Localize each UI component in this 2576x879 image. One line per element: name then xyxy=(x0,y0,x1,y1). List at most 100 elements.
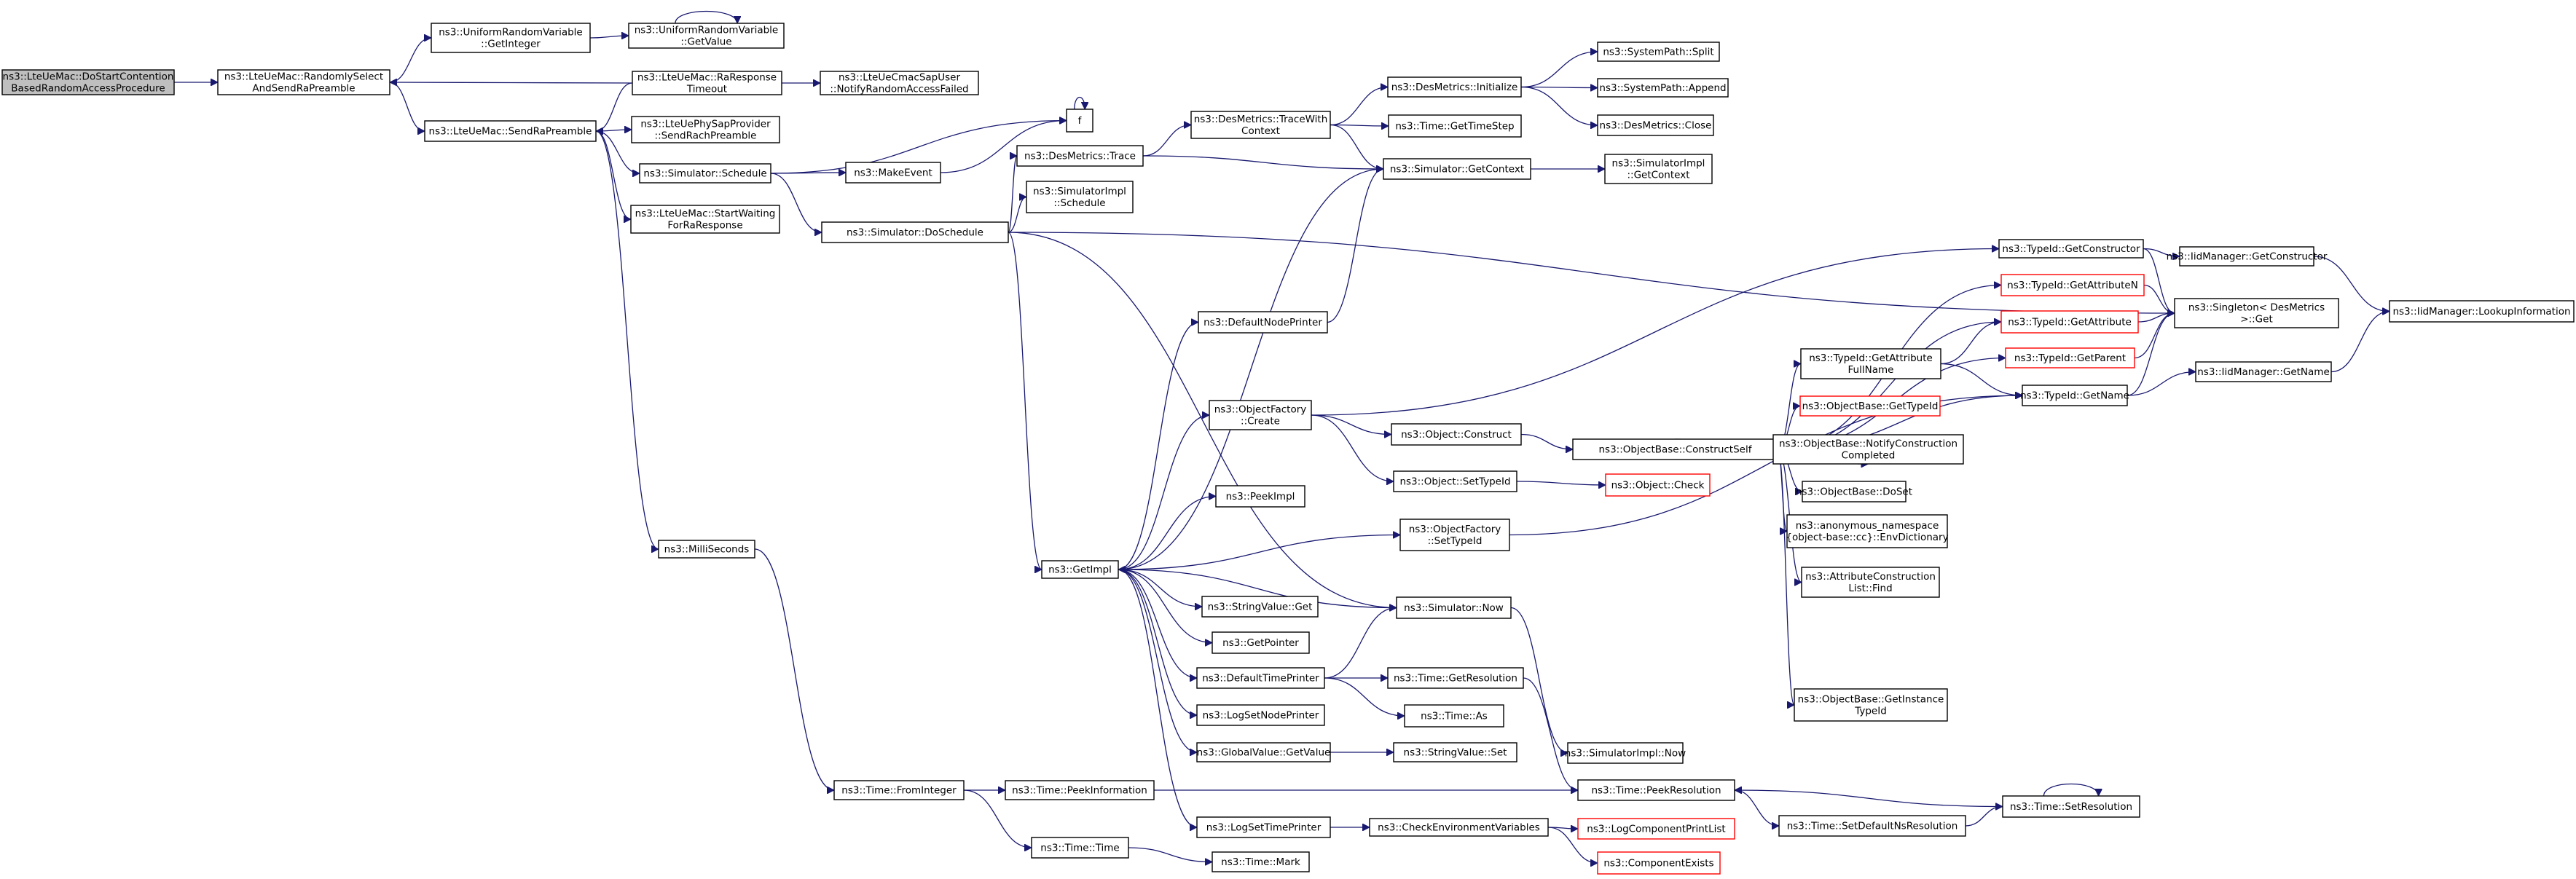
function-node[interactable]: ns3::StringValue::Set xyxy=(1393,742,1517,762)
function-node[interactable]: ns3::DesMetrics::Trace xyxy=(1016,145,1144,167)
function-node[interactable]: ns3::IidManager::GetConstructor xyxy=(2167,246,2328,267)
function-node[interactable]: ns3::TypeId::GetName xyxy=(2020,385,2129,406)
function-node[interactable]: ns3::IidManager::LookupInformation xyxy=(2389,300,2575,323)
function-node[interactable]: ns3::ObjectBase::GetTypeId xyxy=(1799,395,1941,417)
call-edge xyxy=(1118,569,1212,643)
function-node[interactable]: ns3::LteUeMac::SendRaPreamble xyxy=(424,120,597,142)
function-node[interactable]: ns3::Object::Check xyxy=(1605,473,1711,497)
function-label: TypeId xyxy=(1854,705,1887,717)
call-edge xyxy=(1520,87,1598,88)
function-node[interactable]: ns3::Time::GetResolution xyxy=(1387,667,1524,689)
function-node[interactable]: f xyxy=(1066,109,1093,133)
function-node[interactable]: ns3::Time::FromInteger xyxy=(833,780,965,800)
function-label: ns3::Time::GetTimeStep xyxy=(1395,120,1514,132)
function-node[interactable]: ns3::TypeId::GetAttributeN xyxy=(2000,274,2145,296)
function-node[interactable]: ns3::DefaultNodePrinter xyxy=(1198,311,1328,334)
call-edge xyxy=(1324,608,1397,679)
function-node[interactable]: ns3::CheckEnvironmentVariables xyxy=(1369,818,1549,837)
call-edge xyxy=(754,548,834,790)
function-node[interactable]: ns3::Simulator::GetContext xyxy=(1383,158,1531,180)
function-node[interactable]: ns3::TypeId::GetAttribute xyxy=(2000,310,2139,334)
call-edge xyxy=(1118,535,1400,570)
function-label: ns3::DesMetrics::Initialize xyxy=(1391,82,1518,93)
function-label: ns3::PeekImpl xyxy=(1226,491,1295,502)
function-node[interactable]: ns3::DefaultTimePrinter xyxy=(1196,667,1325,689)
function-node[interactable]: ns3::Time::PeekResolution xyxy=(1577,779,1735,801)
function-node[interactable]: ns3::DesMetrics::Close xyxy=(1597,114,1714,136)
function-node[interactable]: ns3::LogSetTimePrinter xyxy=(1196,816,1331,838)
function-node[interactable]: ns3::Simulator::DoSchedule xyxy=(821,221,1009,243)
function-node[interactable]: ns3::LteUeCmacSapUser::NotifyRandomAcces… xyxy=(820,71,979,95)
function-label: ns3::Time::PeekInformation xyxy=(1012,784,1147,796)
function-node[interactable]: ns3::LteUeMac::RandomlySelectAndSendRaPr… xyxy=(217,69,390,95)
function-node[interactable]: ns3::DesMetrics::Initialize xyxy=(1387,76,1522,98)
function-node[interactable]: ns3::ObjectBase::NotifyConstructionCompl… xyxy=(1772,434,1964,465)
function-node[interactable]: ns3::LteUePhySapProvider::SendRachPreamb… xyxy=(631,116,780,143)
function-node[interactable]: ns3::anonymous_namespace{object-base::cc… xyxy=(1786,514,1949,548)
function-node[interactable]: ns3::Time::SetResolution xyxy=(2002,795,2140,818)
function-node[interactable]: ns3::TypeId::GetConstructor xyxy=(1998,239,2144,259)
call-edge xyxy=(1311,249,1999,416)
function-node[interactable]: ns3::MilliSeconds xyxy=(658,540,755,559)
function-node[interactable]: ns3::Time::GetTimeStep xyxy=(1388,114,1522,138)
call-edge xyxy=(2143,284,2175,314)
function-node[interactable]: ns3::Simulator::Schedule xyxy=(639,163,771,184)
function-label: ns3::Time::Mark xyxy=(1221,856,1300,868)
call-edge xyxy=(1008,197,1027,233)
function-node[interactable]: ns3::UniformRandomVariable::GetValue xyxy=(628,23,785,49)
function-node[interactable]: ns3::Object::Construct xyxy=(1391,423,1522,446)
function-label: ::Schedule xyxy=(1053,197,1105,209)
function-node[interactable]: ns3::Time::PeekInformation xyxy=(1005,780,1155,800)
function-node[interactable]: ns3::Simulator::Now xyxy=(1396,596,1512,619)
function-label: ::SendRachPreamble xyxy=(655,130,757,141)
function-node[interactable]: ns3::ObjectFactory::SetTypeId xyxy=(1399,519,1510,551)
call-edge xyxy=(1008,232,1042,569)
function-label: ::GetInteger xyxy=(481,38,541,50)
function-node[interactable]: ns3::LogSetNodePrinter xyxy=(1196,704,1325,726)
function-node[interactable]: ns3::Time::SetDefaultNsResolution xyxy=(1778,815,1966,837)
function-label: ns3::TypeId::GetName xyxy=(2020,390,2129,401)
function-node[interactable]: ns3::SystemPath::Append xyxy=(1597,78,1729,98)
function-node[interactable]: ns3::Time::Time xyxy=(1031,837,1129,859)
function-node[interactable]: ns3::SimulatorImpl::GetContext xyxy=(1604,154,1713,184)
function-node[interactable]: ns3::GetImpl xyxy=(1041,560,1119,579)
function-node[interactable]: ns3::LogComponentPrintList xyxy=(1577,818,1735,840)
function-node[interactable]: ns3::UniformRandomVariable::GetInteger xyxy=(431,23,591,53)
function-node[interactable]: ns3::SimulatorImpl::Schedule xyxy=(1026,181,1134,213)
function-node[interactable]: ns3::MakeEvent xyxy=(845,162,941,184)
function-node[interactable]: ns3::GlobalValue::GetValue xyxy=(1196,742,1331,762)
function-node[interactable]: ns3::Time::Mark xyxy=(1212,851,1310,872)
function-node[interactable]: ns3::ObjectBase::DoSet xyxy=(1796,481,1912,502)
function-node[interactable]: ns3::LteUeMac::DoStartContentionBasedRan… xyxy=(1,69,175,95)
function-node[interactable]: ns3::StringValue::Get xyxy=(1201,596,1319,618)
function-node[interactable]: ns3::GetPointer xyxy=(1212,631,1310,654)
function-node[interactable]: ns3::SimulatorImpl::Now xyxy=(1565,742,1686,764)
function-node[interactable]: ns3::ObjectBase::ConstructSelf xyxy=(1572,438,1778,460)
call-edge xyxy=(595,82,633,131)
function-node[interactable]: ns3::Time::As xyxy=(1404,704,1504,728)
function-label: ns3::SimulatorImpl::Now xyxy=(1565,747,1686,759)
function-label: ns3::ObjectBase::NotifyConstruction xyxy=(1779,438,1957,449)
function-node[interactable]: ns3::IidManager::GetName xyxy=(2195,361,2332,382)
function-node[interactable]: ns3::SystemPath::Split xyxy=(1597,42,1720,62)
call-edge xyxy=(1965,807,2003,827)
function-label: >::Get xyxy=(2240,313,2272,325)
function-label: ns3::LteUeMac::DoStartContention xyxy=(3,71,174,82)
function-node[interactable]: ns3::Object::SetTypeId xyxy=(1393,470,1517,492)
function-node[interactable]: ns3::ComponentExists xyxy=(1597,851,1721,875)
function-label: ns3::DesMetrics::Trace xyxy=(1024,150,1136,162)
function-node[interactable]: ns3::Singleton< DesMetrics >::Get xyxy=(2174,298,2339,328)
call-edge xyxy=(390,82,633,83)
function-node[interactable]: ns3::TypeId::GetParent xyxy=(2005,347,2135,368)
call-edge xyxy=(589,36,629,38)
function-node[interactable]: ns3::ObjectFactory::Create xyxy=(1209,400,1312,430)
function-label: ns3::LogSetNodePrinter xyxy=(1203,709,1319,721)
function-node[interactable]: ns3::PeekImpl xyxy=(1215,485,1305,508)
node-layer: ns3::LteUeMac::DoStartContentionBasedRan… xyxy=(1,23,2575,875)
